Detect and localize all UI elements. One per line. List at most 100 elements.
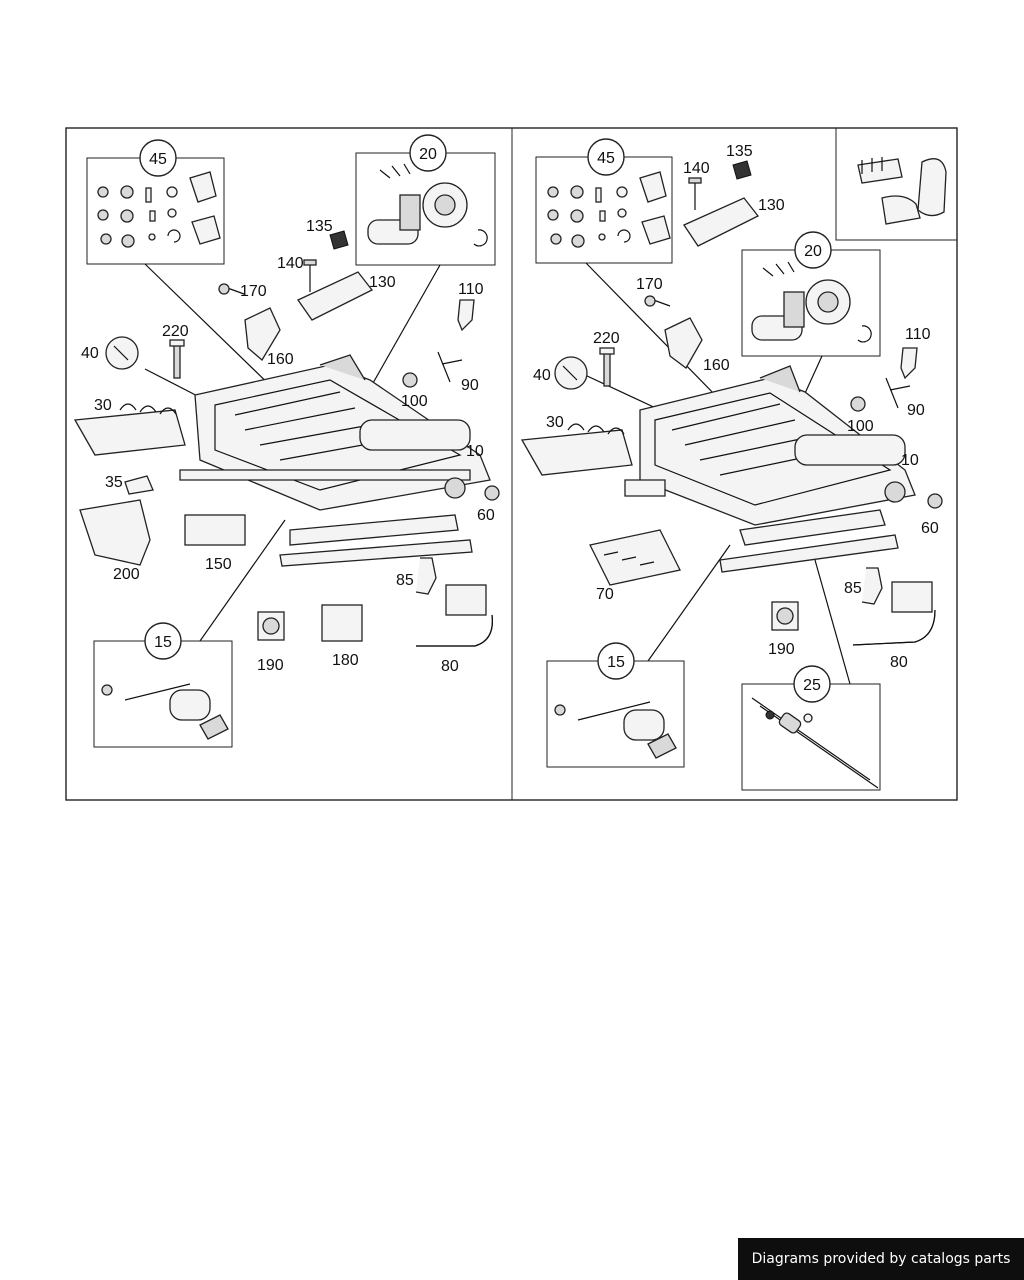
left-label-30: 30 bbox=[94, 397, 112, 414]
left-part-30 bbox=[73, 403, 186, 456]
right-sensor-25 bbox=[751, 697, 879, 789]
left-part-180 bbox=[321, 604, 363, 642]
left-label-110: 110 bbox=[458, 281, 484, 298]
left-label-60: 60 bbox=[477, 507, 495, 524]
left-part-190 bbox=[257, 611, 285, 641]
left-callout-15: 15 bbox=[154, 634, 172, 651]
left-label-220: 220 bbox=[162, 323, 189, 340]
left-label-170: 170 bbox=[240, 283, 267, 300]
left-part-160 bbox=[244, 307, 281, 361]
right-label-100: 100 bbox=[847, 418, 874, 435]
right-callout-45-circle bbox=[587, 138, 625, 176]
credit-banner: Diagrams provided by catalogs parts bbox=[738, 1238, 1024, 1280]
right-part-85 bbox=[861, 567, 883, 605]
left-part-40 bbox=[105, 336, 139, 370]
left-part-170 bbox=[218, 283, 245, 295]
left-label-140: 140 bbox=[277, 255, 304, 272]
right-panel: 45 20 bbox=[520, 127, 958, 791]
left-panel: 45 20 bbox=[73, 134, 500, 748]
right-callout-25-circle bbox=[793, 665, 831, 703]
right-label-40: 40 bbox=[533, 367, 551, 384]
right-hardware-kit bbox=[547, 171, 671, 248]
left-part-90 bbox=[437, 351, 463, 383]
right-part-140 bbox=[688, 177, 702, 210]
left-callout-20: 20 bbox=[419, 146, 437, 163]
right-part-110 bbox=[900, 347, 918, 380]
left-label-135: 135 bbox=[306, 218, 333, 235]
left-label-130: 130 bbox=[369, 274, 396, 291]
right-label-80: 80 bbox=[890, 654, 908, 671]
right-callout-15-circle bbox=[597, 642, 635, 680]
left-label-85: 85 bbox=[396, 572, 414, 589]
right-part-190 bbox=[771, 601, 799, 631]
right-part-80 bbox=[852, 581, 936, 646]
right-label-85: 85 bbox=[844, 580, 862, 597]
left-part-110 bbox=[457, 299, 475, 332]
left-hardware-kit bbox=[97, 171, 221, 248]
left-label-100: 100 bbox=[401, 393, 428, 410]
left-part-140 bbox=[303, 259, 317, 292]
right-callout-20-circle bbox=[794, 231, 832, 269]
left-label-40: 40 bbox=[81, 345, 99, 362]
right-pump-15 bbox=[554, 701, 677, 759]
right-part-30 bbox=[520, 423, 633, 476]
right-label-130: 130 bbox=[758, 197, 785, 214]
right-part-70 bbox=[589, 529, 681, 586]
right-seat-frame bbox=[624, 365, 916, 573]
right-part-160 bbox=[664, 317, 703, 369]
left-label-160: 160 bbox=[267, 351, 294, 368]
right-switch-box bbox=[835, 127, 958, 241]
left-callout-20-circle bbox=[409, 134, 447, 172]
right-part-40 bbox=[554, 356, 588, 390]
left-part-200 bbox=[79, 499, 151, 566]
right-label-70: 70 bbox=[596, 586, 614, 603]
right-part-220 bbox=[599, 347, 615, 387]
left-callout-45-circle bbox=[139, 139, 177, 177]
right-part-100 bbox=[850, 396, 866, 412]
right-callout-15: 15 bbox=[607, 654, 625, 671]
left-callout-15-circle bbox=[144, 622, 182, 660]
right-part-170 bbox=[644, 295, 671, 307]
right-label-140: 140 bbox=[683, 160, 710, 177]
right-label-190: 190 bbox=[768, 641, 795, 658]
right-callout-25: 25 bbox=[803, 677, 821, 694]
right-label-170: 170 bbox=[636, 276, 663, 293]
right-seat-switch bbox=[857, 157, 947, 225]
right-motor-20 bbox=[751, 261, 872, 343]
left-label-80: 80 bbox=[441, 658, 459, 675]
right-label-110: 110 bbox=[905, 326, 931, 343]
right-label-160: 160 bbox=[703, 357, 730, 374]
right-label-220: 220 bbox=[593, 330, 620, 347]
left-part-150 bbox=[184, 514, 246, 546]
left-seat-frame bbox=[179, 354, 491, 567]
right-label-30: 30 bbox=[546, 414, 564, 431]
left-part-100 bbox=[402, 372, 418, 388]
right-callout-20: 20 bbox=[804, 243, 822, 260]
right-part-130 bbox=[683, 197, 759, 247]
left-label-190: 190 bbox=[257, 657, 284, 674]
left-callout-45: 45 bbox=[149, 151, 167, 168]
right-label-90: 90 bbox=[907, 402, 925, 419]
left-part-135 bbox=[329, 230, 349, 250]
left-part-60 bbox=[484, 485, 500, 501]
left-label-10: 10 bbox=[466, 443, 484, 460]
left-pump-15 bbox=[101, 683, 229, 740]
right-label-135: 135 bbox=[726, 143, 753, 160]
left-label-180: 180 bbox=[332, 652, 359, 669]
right-label-10: 10 bbox=[901, 452, 919, 469]
left-part-80 bbox=[416, 584, 493, 647]
left-part-35 bbox=[124, 475, 154, 495]
left-part-85 bbox=[415, 557, 437, 595]
left-label-35: 35 bbox=[105, 474, 123, 491]
right-part-60 bbox=[927, 493, 943, 509]
right-part-90 bbox=[885, 377, 911, 409]
left-part-130 bbox=[297, 271, 373, 321]
left-label-90: 90 bbox=[461, 377, 479, 394]
right-part-135 bbox=[732, 160, 752, 180]
left-label-150: 150 bbox=[205, 556, 232, 573]
left-label-200: 200 bbox=[113, 566, 140, 583]
right-label-60: 60 bbox=[921, 520, 939, 537]
left-motor-20 bbox=[367, 163, 488, 247]
right-callout-45: 45 bbox=[597, 150, 615, 167]
